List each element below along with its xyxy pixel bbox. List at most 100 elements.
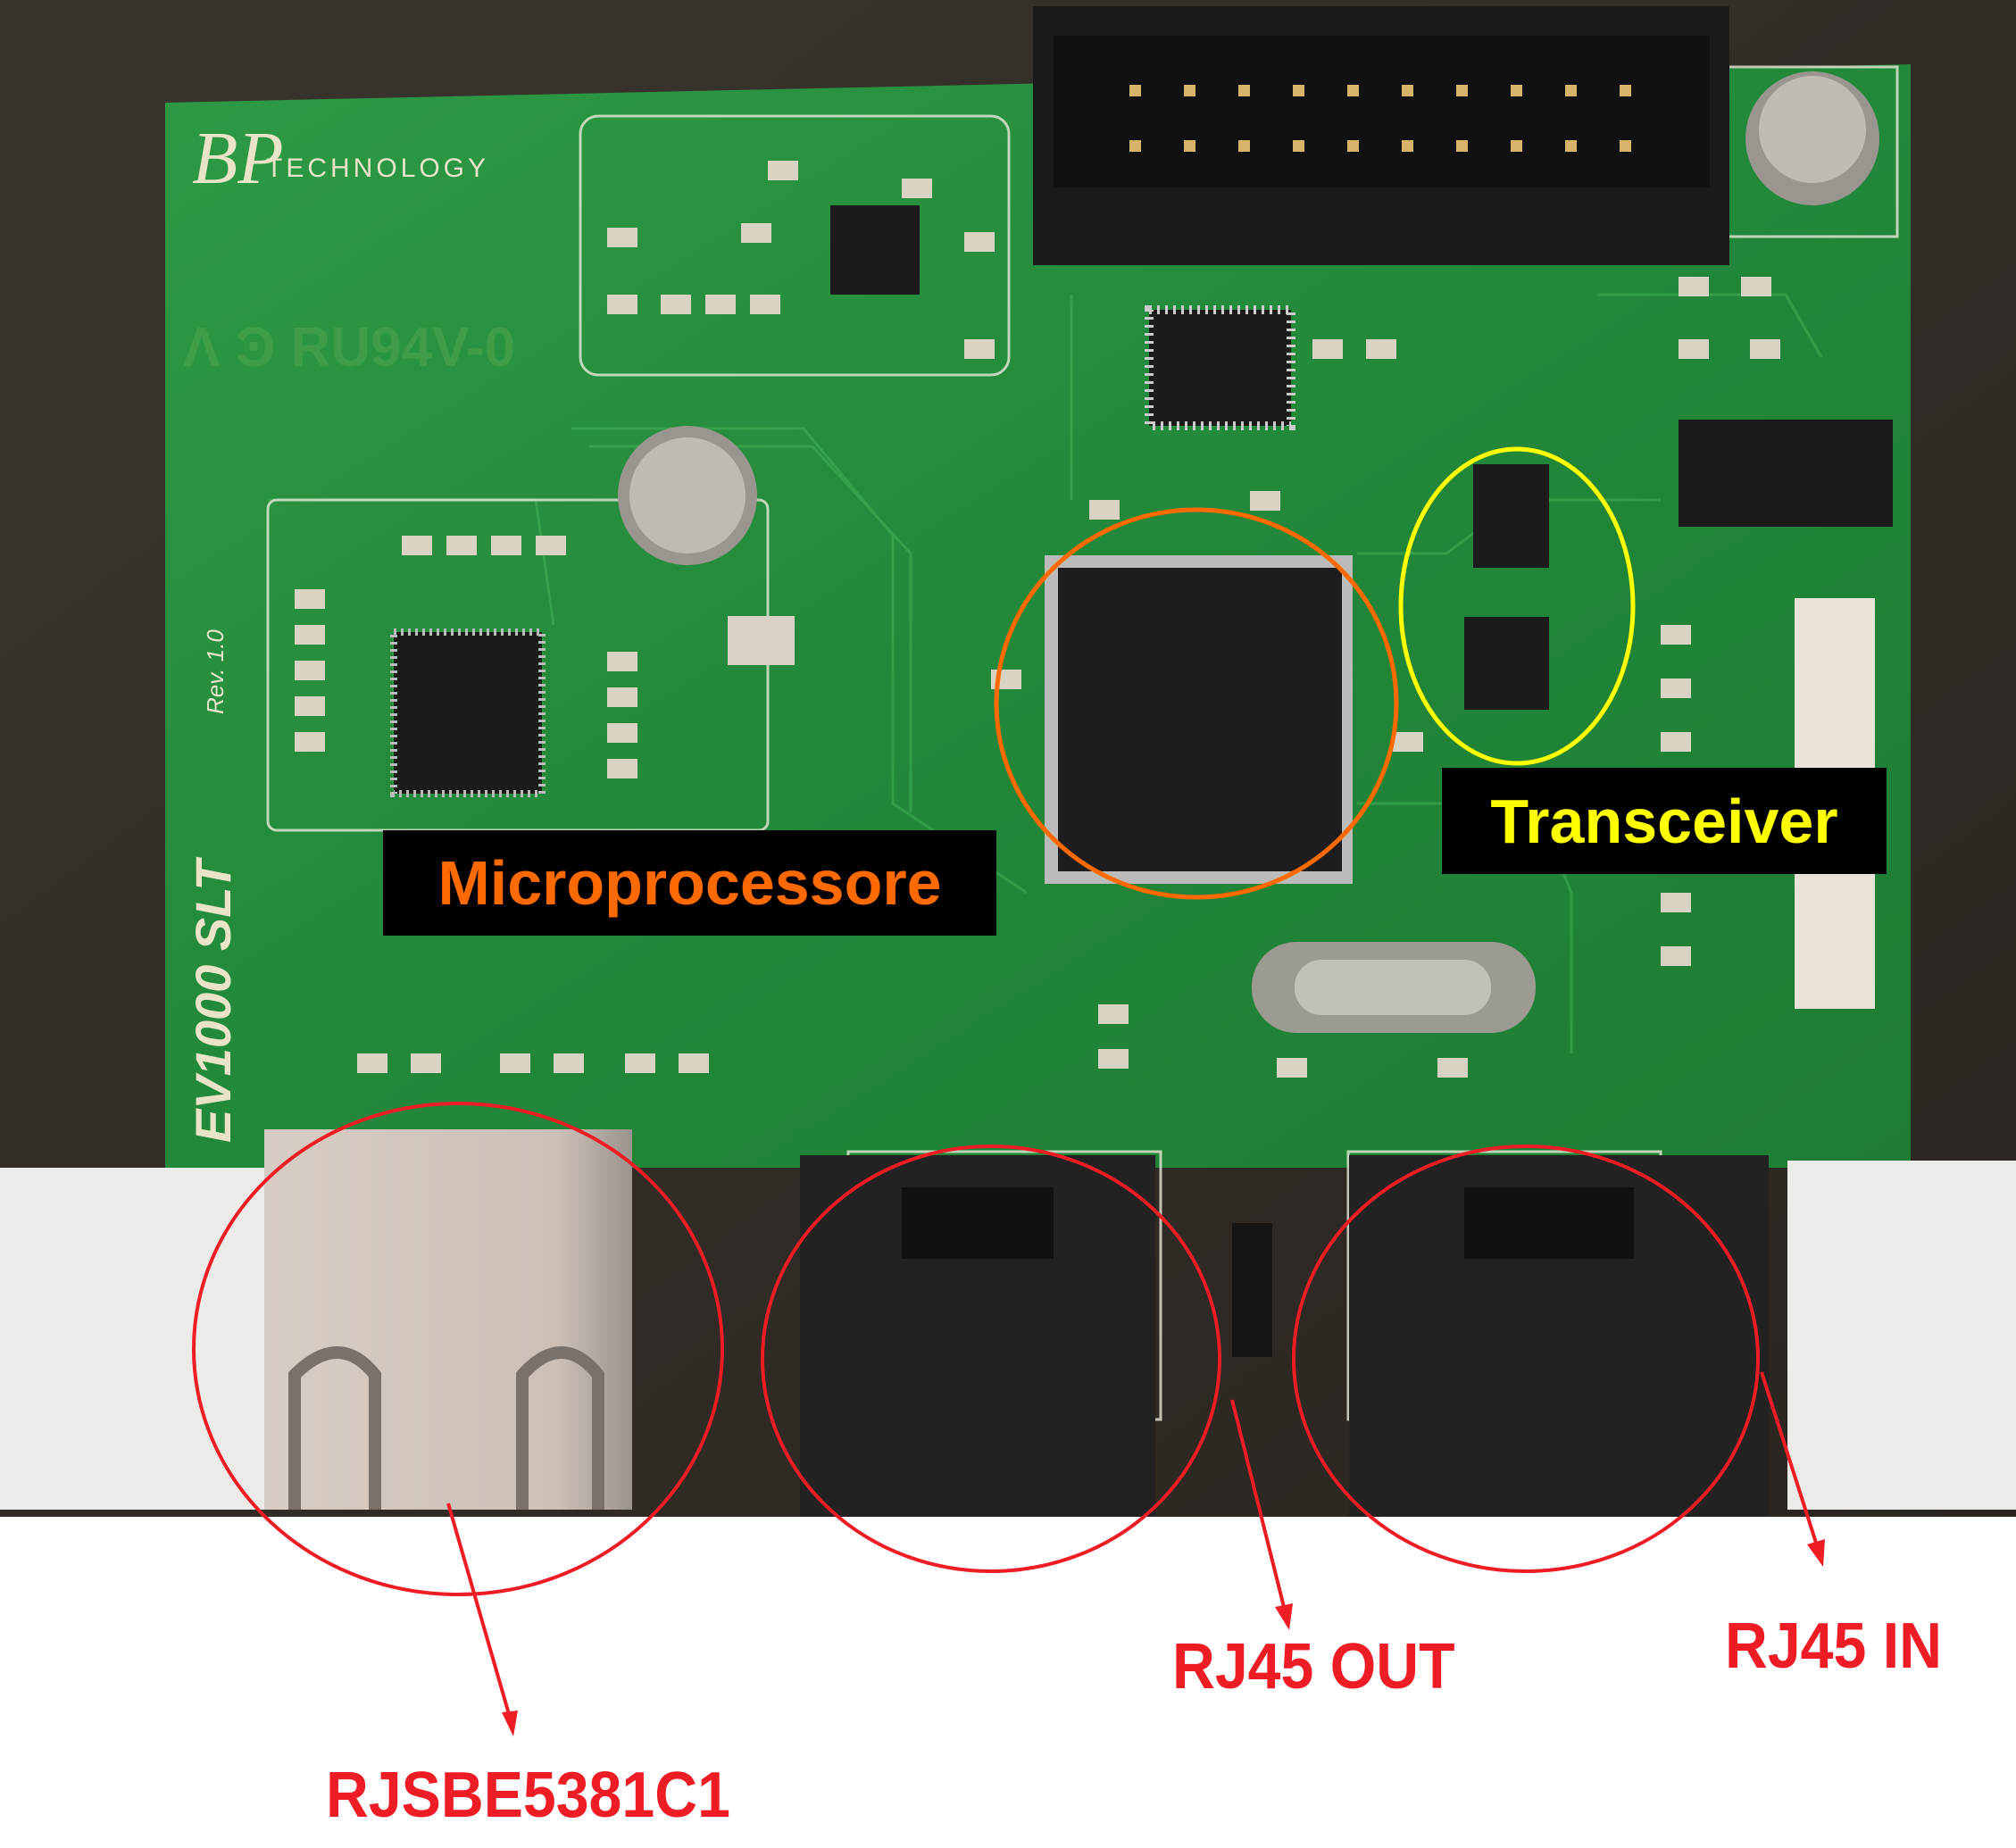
- mount-block-left: [0, 1168, 271, 1510]
- board-revision-text: Rev. 1.0: [202, 629, 229, 714]
- crystal-y1: [728, 616, 795, 665]
- smd-component: [1661, 732, 1691, 752]
- transceiver-chip-u5: [1473, 464, 1549, 568]
- smd-component: [1277, 1058, 1307, 1078]
- jumper-j2: [1232, 1223, 1272, 1357]
- header-pin: [1620, 85, 1631, 96]
- smd-component: [295, 661, 325, 680]
- smd-component: [1661, 678, 1691, 698]
- smd-component: [750, 295, 780, 314]
- header-pin: [1184, 85, 1195, 96]
- smd-component: [1661, 893, 1691, 912]
- smd-component: [357, 1053, 387, 1073]
- transceiver-label-box: Transceiver: [1442, 768, 1887, 874]
- smd-component: [1679, 277, 1709, 296]
- rj45-in-port: [1349, 1155, 1769, 1517]
- chip-u11: [1145, 305, 1295, 430]
- header-pin: [1620, 140, 1631, 152]
- header-pin: [1456, 85, 1468, 96]
- ethernet-jack-highlight-circle: [192, 1102, 724, 1596]
- smd-component: [1098, 1004, 1129, 1024]
- smd-component: [554, 1053, 584, 1073]
- smd-component: [1250, 491, 1280, 511]
- header-pin: [1402, 140, 1413, 152]
- smd-component: [1661, 946, 1691, 966]
- smd-component: [607, 295, 637, 314]
- svg-text:Λ Ͽ RU94V-0: Λ Ͽ RU94V-0: [183, 317, 515, 379]
- smd-component: [1741, 277, 1771, 296]
- smd-component: [625, 1053, 655, 1073]
- smd-component: [1750, 339, 1780, 359]
- smd-component: [768, 161, 798, 180]
- header-pin: [1456, 140, 1468, 152]
- header-pin: [1402, 85, 1413, 96]
- header-pin: [1238, 140, 1250, 152]
- header-pin: [1129, 140, 1141, 152]
- smd-component: [295, 589, 325, 609]
- rj45-in-label: RJ45 IN: [1725, 1611, 1943, 1682]
- smd-component: [411, 1053, 441, 1073]
- rj45-out-label: RJ45 OUT: [1172, 1631, 1455, 1702]
- smd-component: [1437, 1058, 1468, 1078]
- smd-component: [964, 339, 995, 359]
- smd-component: [295, 732, 325, 752]
- ethernet-jack-rjsbe5381c1: [264, 1129, 632, 1510]
- smd-component: [964, 232, 995, 252]
- microprocessor-label: Microprocessore: [437, 848, 942, 918]
- smd-component: [902, 179, 932, 198]
- chip-u3: [830, 205, 920, 295]
- header-pin: [1565, 85, 1577, 96]
- smd-component: [500, 1053, 530, 1073]
- header-pin: [1293, 85, 1304, 96]
- svg-text:BP: BP: [192, 117, 284, 200]
- mount-block-right: [1787, 1161, 2016, 1510]
- smd-component: [607, 759, 637, 778]
- smd-component: [1312, 339, 1343, 359]
- smd-component: [1679, 339, 1709, 359]
- arrow-ethernet-jack: [446, 1503, 518, 1736]
- ribbon-header-connector: [1033, 6, 1729, 265]
- header-pin: [1293, 140, 1304, 152]
- capacitor-c24: [618, 426, 757, 565]
- header-pin: [1511, 140, 1522, 152]
- rj45-in-highlight-circle: [1292, 1145, 1760, 1573]
- smd-component: [607, 687, 637, 707]
- header-pin: [1184, 140, 1195, 152]
- smd-component: [536, 536, 566, 555]
- smd-component: [295, 625, 325, 645]
- jumper-j6: [1679, 420, 1893, 527]
- smd-component: [705, 295, 736, 314]
- header-pin: [1511, 85, 1522, 96]
- arrow-rj45-in: [1760, 1371, 1825, 1567]
- rj45-out-highlight-circle: [761, 1145, 1221, 1573]
- smd-component: [1393, 732, 1423, 752]
- header-pin: [1238, 85, 1250, 96]
- smd-component: [679, 1053, 709, 1073]
- microprocessor-highlight-ellipse: [994, 507, 1399, 900]
- smd-component: [661, 295, 691, 314]
- smd-component: [607, 652, 637, 671]
- microprocessor-label-box: Microprocessore: [383, 830, 996, 936]
- smd-component: [446, 536, 477, 555]
- transceiver-highlight-ellipse: [1398, 446, 1636, 766]
- header-pin: [1129, 85, 1141, 96]
- smd-component: [1661, 625, 1691, 645]
- smd-component: [1366, 339, 1396, 359]
- header-pin: [1347, 85, 1359, 96]
- transceiver-chip-u2: [1464, 617, 1549, 710]
- header-pin: [1347, 140, 1359, 152]
- board-model-text: EV1000 SLT: [185, 856, 241, 1143]
- svg-text:TECHNOLOGY: TECHNOLOGY: [266, 154, 489, 183]
- chip-u4: [390, 628, 546, 797]
- header-pin: [1565, 140, 1577, 152]
- smd-component: [402, 536, 432, 555]
- smd-component: [741, 223, 771, 243]
- capacitor-top-right: [1745, 71, 1879, 205]
- bp-technology-logo: BP TECHNOLOGY: [192, 117, 489, 200]
- rj45-out-port: [800, 1155, 1155, 1517]
- ethernet-jack-label: RJSBE5381C1: [326, 1760, 730, 1831]
- smd-component: [1098, 1049, 1129, 1069]
- arrow-rj45-out: [1230, 1399, 1293, 1630]
- smd-component: [607, 228, 637, 247]
